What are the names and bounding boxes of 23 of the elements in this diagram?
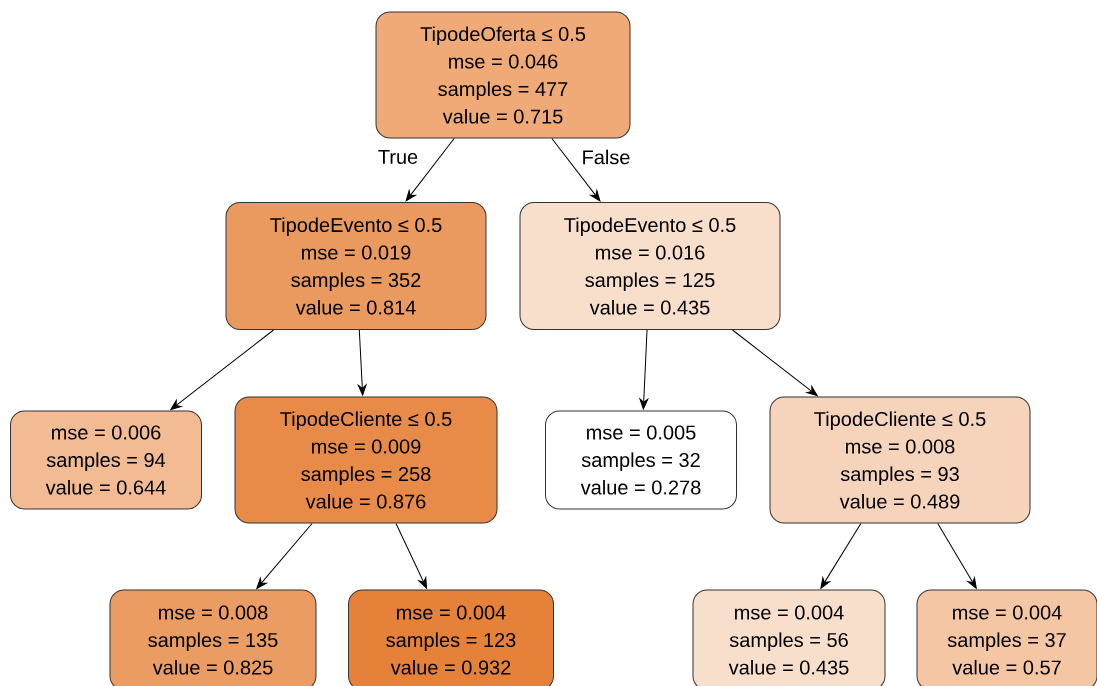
- arrow: [395, 523, 428, 589]
- tree-node-box: mse = 0.004 samples = 123 value = 0.932: [348, 589, 554, 686]
- arrow: [357, 329, 367, 396]
- tree-node-box: mse = 0.005 samples = 32 value = 0.278: [545, 410, 737, 510]
- tree-node-box: mse = 0.008 samples = 135 value = 0.825: [109, 589, 317, 686]
- edge-label: True: [376, 149, 420, 165]
- arrow: [732, 329, 818, 397]
- edge-label: False: [580, 148, 632, 166]
- tree-node-box: mse = 0.004 samples = 56 value = 0.435: [692, 589, 886, 686]
- tree-node-box: TipodeCliente ≤ 0.5 mse = 0.009 samples = 258 value = 0.876: [234, 396, 498, 524]
- tree-node-box: mse = 0.004 samples = 37 value = 0.57: [916, 589, 1097, 686]
- tree-node-box: TipodeEvento ≤ 0.5 mse = 0.016 samples = 125 value = 0.435: [519, 202, 781, 330]
- tree-node-box: TipodeCliente ≤ 0.5 mse = 0.008 samples = 93 value = 0.489: [769, 396, 1031, 524]
- arrow: [937, 523, 977, 589]
- arrow: [405, 138, 455, 202]
- tree-node-box: TipodeOferta ≤ 0.5 mse = 0.046 samples = 477 value = 0.715: [375, 11, 631, 139]
- arrow: [639, 329, 649, 410]
- arrow: [551, 138, 601, 202]
- arrow: [256, 523, 313, 589]
- arrow: [170, 329, 275, 411]
- arrow: [820, 523, 862, 589]
- tree-node-box: mse = 0.006 samples = 94 value = 0.644: [10, 410, 202, 510]
- tree-node-box: TipodeEvento ≤ 0.5 mse = 0.019 samples = 352 value = 0.814: [225, 202, 487, 330]
